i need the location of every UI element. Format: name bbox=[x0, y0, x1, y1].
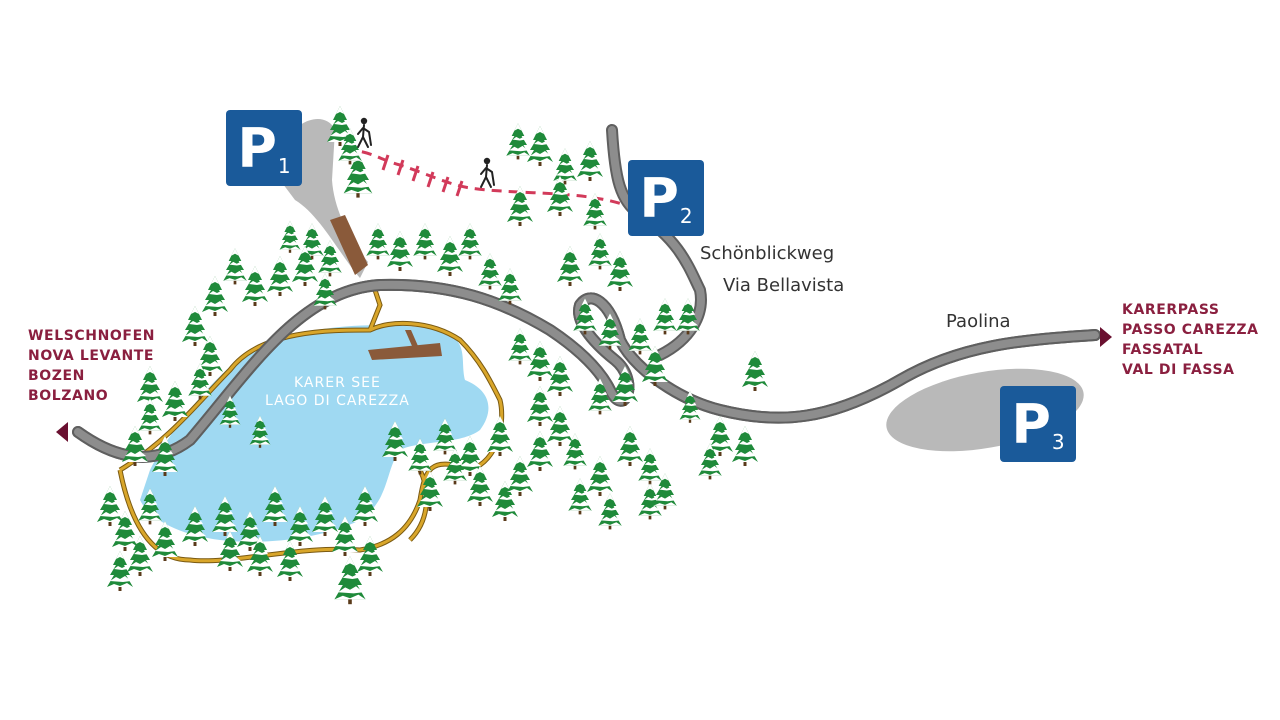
destination-line: PASSO CAREZZA bbox=[1122, 322, 1259, 338]
tree-icon bbox=[437, 236, 463, 276]
road-label-bellavista: Via Bellavista bbox=[723, 275, 845, 296]
tree-icon bbox=[506, 123, 530, 160]
parking-sign-1: P 1 bbox=[226, 110, 302, 186]
tree-icon bbox=[279, 220, 301, 253]
destination-line: WELSCHNOFEN bbox=[28, 328, 156, 344]
tree-icon bbox=[508, 328, 532, 365]
arrow-left-icon bbox=[56, 422, 68, 442]
tree-icon bbox=[557, 246, 583, 286]
lake bbox=[140, 325, 489, 542]
tree-icon bbox=[223, 248, 247, 285]
tree-icon bbox=[202, 276, 228, 316]
tree-icon bbox=[334, 556, 366, 605]
tree-icon bbox=[587, 456, 613, 496]
tree-icon bbox=[387, 231, 413, 271]
hiking-path bbox=[344, 148, 626, 207]
tree-icon bbox=[487, 416, 513, 456]
destination-line: VAL DI FASSA bbox=[1122, 362, 1235, 378]
road-label-schoenblickweg: Schönblickweg bbox=[700, 243, 835, 264]
tree-icon bbox=[742, 351, 768, 391]
tree-icon bbox=[413, 223, 437, 260]
lake-label-line: KARER SEE bbox=[293, 375, 381, 391]
lake-label: KARER SEE LAGO DI CAREZZA bbox=[265, 374, 410, 410]
tree-icon bbox=[97, 486, 123, 526]
tree-icon bbox=[366, 223, 390, 260]
tree-icon bbox=[568, 478, 592, 515]
tree-icon bbox=[458, 223, 482, 260]
parking-letter: P bbox=[1011, 393, 1051, 456]
tree-icon bbox=[653, 298, 677, 335]
destination-line: BOZEN bbox=[28, 368, 86, 384]
tree-icon bbox=[527, 431, 553, 471]
tree-icon bbox=[638, 448, 662, 485]
tree-icon bbox=[162, 381, 188, 421]
destination-line: KARERPASS bbox=[1122, 302, 1220, 318]
parking-number: 2 bbox=[679, 204, 693, 228]
tree-icon bbox=[277, 541, 303, 581]
tree-icon bbox=[478, 253, 502, 290]
parking-letter: P bbox=[639, 167, 679, 230]
tree-icon bbox=[242, 266, 268, 306]
tree-icon bbox=[607, 251, 633, 291]
tree-icon bbox=[527, 341, 553, 381]
parking-sign-3: P 3 bbox=[1000, 386, 1076, 462]
tree-icon bbox=[732, 426, 758, 466]
tree-icon bbox=[498, 268, 522, 305]
tree-icon bbox=[577, 141, 603, 181]
parking-number: 3 bbox=[1051, 430, 1065, 454]
hiker-icon bbox=[357, 116, 372, 148]
destination-line: NOVA LEVANTE bbox=[28, 348, 155, 364]
parking-sign-2: P 2 bbox=[628, 160, 704, 236]
tree-icon bbox=[507, 456, 533, 496]
tree-icon bbox=[628, 318, 652, 355]
tree-icon bbox=[598, 493, 622, 530]
hiker-icon bbox=[480, 156, 495, 188]
tree-icon bbox=[617, 426, 643, 466]
tree-icon bbox=[553, 148, 577, 185]
tree-icon bbox=[357, 536, 383, 576]
arrow-right-icon bbox=[1100, 327, 1112, 347]
destination-line: FASSATAL bbox=[1122, 342, 1204, 358]
parking-number: 1 bbox=[277, 154, 291, 178]
tree-icon bbox=[267, 256, 293, 296]
destination-east: KARERPASS PASSO CAREZZA FASSATAL VAL DI … bbox=[1122, 300, 1259, 380]
tree-icon bbox=[547, 406, 573, 446]
tree-icon bbox=[527, 126, 553, 166]
destination-west: WELSCHNOFEN NOVA LEVANTE BOZEN BOLZANO bbox=[28, 326, 155, 406]
tree-icon bbox=[588, 233, 612, 270]
destination-line: BOLZANO bbox=[28, 388, 109, 404]
road-label-paolina: Paolina bbox=[946, 311, 1011, 332]
dock bbox=[368, 343, 442, 360]
parking-letter: P bbox=[237, 117, 277, 180]
lake-label-line: LAGO DI CAREZZA bbox=[265, 393, 410, 409]
tree-icon bbox=[122, 426, 148, 466]
